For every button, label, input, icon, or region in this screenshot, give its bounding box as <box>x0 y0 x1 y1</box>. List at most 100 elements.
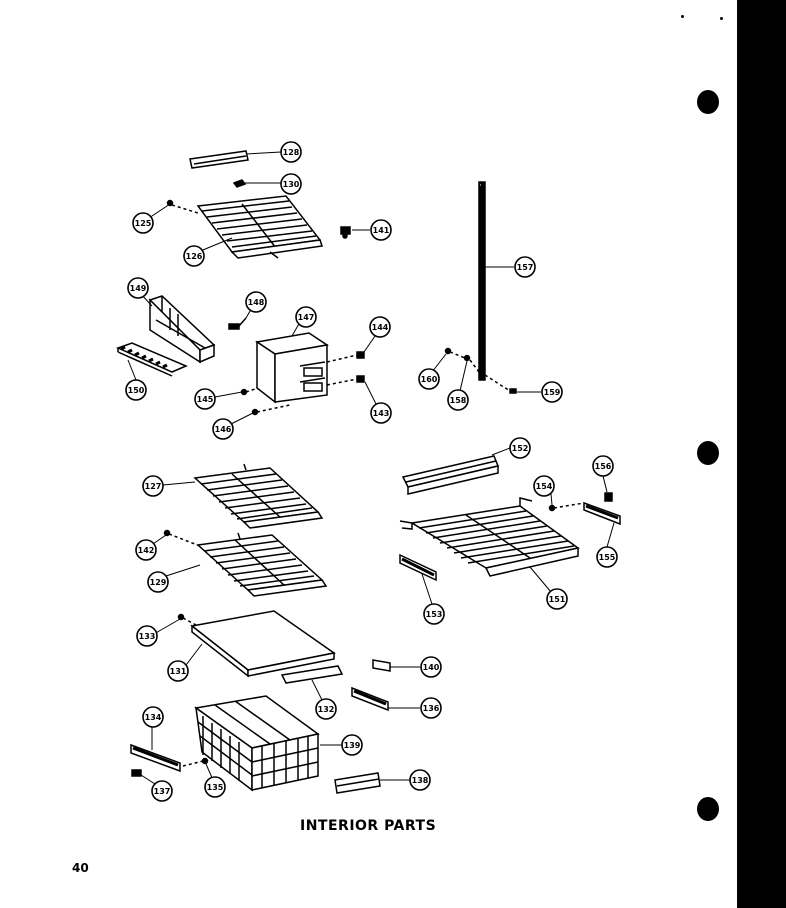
callout-127: 127 <box>142 475 164 497</box>
part-151-slide-shelf <box>399 497 580 577</box>
callout-142-label: 142 <box>138 546 155 555</box>
callout-139: 139 <box>341 734 363 756</box>
callout-131: 131 <box>167 660 189 682</box>
diagram-title: INTERIOR PARTS <box>300 818 437 834</box>
part-159-screw <box>509 388 517 394</box>
callout-160-label: 160 <box>421 375 438 384</box>
callout-142: 142 <box>135 539 157 561</box>
callout-150-label: 150 <box>128 386 145 395</box>
callout-146: 146 <box>212 418 234 440</box>
part-131-crisper-cover <box>190 610 336 678</box>
callout-156-label: 156 <box>595 462 612 471</box>
part-147-compartment-box <box>255 332 329 404</box>
part-140-end-cap <box>372 659 391 672</box>
part-160-screw <box>444 347 452 355</box>
callout-152-label: 152 <box>512 444 529 453</box>
callout-143-label: 143 <box>373 409 390 418</box>
callout-145: 145 <box>194 388 216 410</box>
part-136-support <box>351 686 389 712</box>
callout-147: 147 <box>295 306 317 328</box>
part-142-pin <box>163 529 171 537</box>
callout-134: 134 <box>142 706 164 728</box>
callout-149-label: 149 <box>130 284 147 293</box>
part-150-egg-tray <box>115 342 188 377</box>
callout-156: 156 <box>592 455 614 477</box>
callout-131-label: 131 <box>170 667 187 676</box>
callout-151: 151 <box>546 588 568 610</box>
callout-136: 136 <box>420 697 442 719</box>
callout-144: 144 <box>369 316 391 338</box>
callout-155-label: 155 <box>599 553 616 562</box>
callout-138-label: 138 <box>412 776 429 785</box>
callout-135: 135 <box>204 776 226 798</box>
binder-hole-middle <box>697 441 719 465</box>
part-153-bracket <box>399 553 437 582</box>
page-edge-bar <box>737 0 786 908</box>
callout-139-label: 139 <box>344 741 361 750</box>
part-127-wire-shelf <box>193 463 324 529</box>
part-126-wire-shelf <box>196 195 323 259</box>
callout-146-label: 146 <box>215 425 232 434</box>
callout-127-label: 127 <box>145 482 162 491</box>
part-155-slide-rail <box>583 501 621 526</box>
callout-159: 159 <box>541 381 563 403</box>
part-128-trim <box>189 150 249 169</box>
callout-141-label: 141 <box>373 226 390 235</box>
callout-147-label: 147 <box>298 313 315 322</box>
callout-129: 129 <box>147 571 169 593</box>
callout-158: 158 <box>447 389 469 411</box>
callout-137-label: 137 <box>154 787 171 796</box>
callout-128-label: 128 <box>283 148 300 157</box>
binder-hole-top <box>697 90 719 114</box>
speck <box>681 15 684 18</box>
callout-154-label: 154 <box>536 482 553 491</box>
callout-150: 150 <box>125 379 147 401</box>
callout-144-label: 144 <box>372 323 389 332</box>
callout-143: 143 <box>370 402 392 424</box>
callout-158-label: 158 <box>450 396 467 405</box>
callout-149: 149 <box>127 277 149 299</box>
callout-126-label: 126 <box>186 252 203 261</box>
callout-130-label: 130 <box>283 180 300 189</box>
part-134-rail <box>130 743 181 773</box>
part-132-trim <box>280 665 344 684</box>
callout-141: 141 <box>370 219 392 241</box>
callout-125-label: 125 <box>135 219 152 228</box>
callout-140: 140 <box>420 656 442 678</box>
part-152-glide-rail <box>401 455 500 495</box>
callout-138: 138 <box>409 769 431 791</box>
callout-148: 148 <box>245 291 267 313</box>
part-137-screw <box>131 769 142 777</box>
callout-157-label: 157 <box>517 263 534 272</box>
page-number: 40 <box>72 861 89 875</box>
callout-126: 126 <box>183 245 205 267</box>
callout-145-label: 145 <box>197 395 214 404</box>
part-130-clip <box>232 179 247 188</box>
part-138-cover <box>334 772 381 794</box>
callout-134-label: 134 <box>145 713 162 722</box>
callout-160: 160 <box>418 368 440 390</box>
callout-130-top: 130 <box>280 173 302 195</box>
callout-133-label: 133 <box>139 632 156 641</box>
callout-155: 155 <box>596 546 618 568</box>
callout-135-label: 135 <box>207 783 224 792</box>
callout-153-label: 153 <box>426 610 443 619</box>
part-157-rail <box>478 181 486 381</box>
callout-159-label: 159 <box>544 388 561 397</box>
part-148-screw <box>228 317 247 330</box>
part-141-bracket <box>340 226 351 239</box>
callout-129-label: 129 <box>150 578 167 587</box>
part-156-clip <box>604 492 613 502</box>
callout-154: 154 <box>533 475 555 497</box>
part-129-wire-shelf <box>196 532 328 597</box>
callout-133: 133 <box>136 625 158 647</box>
callout-136-label: 136 <box>423 704 440 713</box>
part-130-wire-basket <box>194 695 320 792</box>
callout-151-label: 151 <box>549 595 566 604</box>
binder-hole-bottom <box>697 797 719 821</box>
callout-153: 153 <box>423 603 445 625</box>
callout-132: 132 <box>315 698 337 720</box>
